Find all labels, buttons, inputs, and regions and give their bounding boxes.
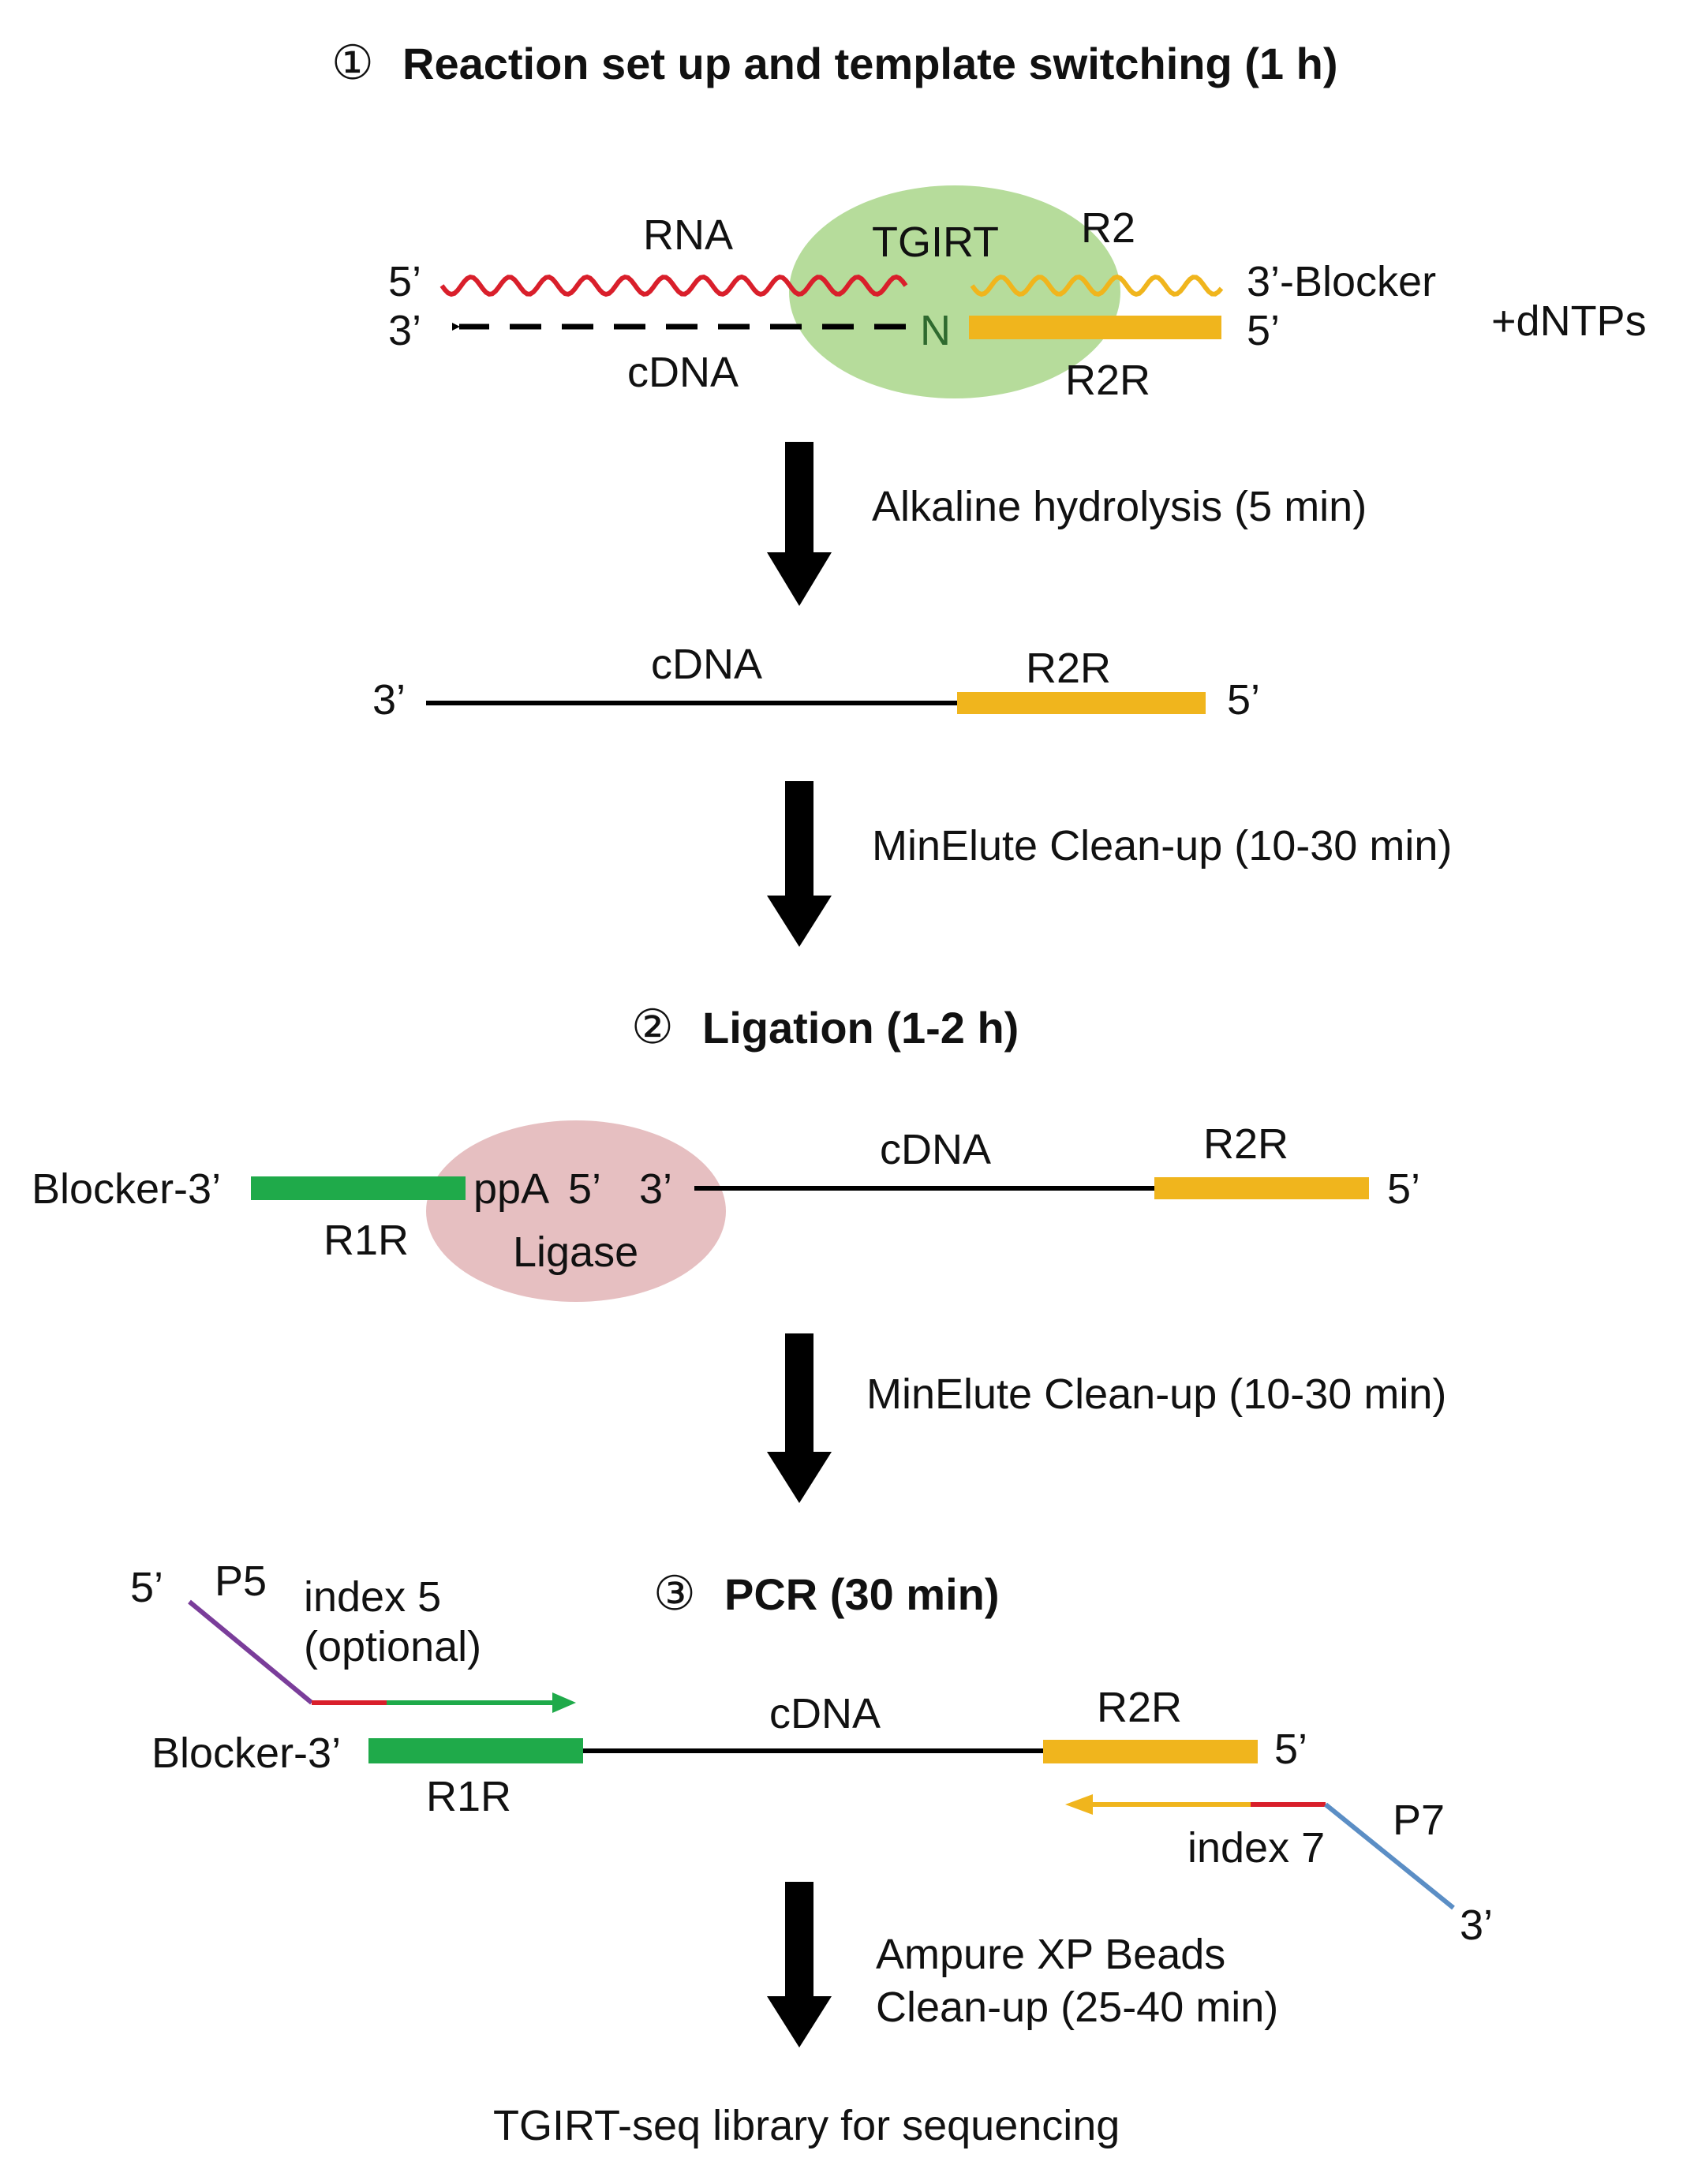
ampure-label-line1: Ampure XP Beads — [876, 1931, 1225, 1978]
step1-r2r-label: R2R — [1065, 357, 1150, 404]
step3-r2r-label: R2R — [1097, 1684, 1182, 1731]
process-arrow-1 — [767, 442, 832, 606]
down-arrow-shaft — [785, 1333, 813, 1460]
step1-title: Reaction set up and template switching (… — [402, 39, 1338, 88]
step2-title: Ligation (1-2 h) — [702, 1003, 1019, 1053]
forward-primer-arrowhead-icon — [552, 1692, 576, 1713]
process-arrow-2 — [767, 781, 832, 947]
r2-label: R2 — [1081, 204, 1135, 252]
step1-r2-blocker: 3’-Blocker — [1247, 258, 1436, 305]
step2-header: ② Ligation (1-2 h) — [631, 1000, 1019, 1053]
p5-primer-segment — [188, 1599, 313, 1705]
minelute-cleanup-label-2: MinElute Clean-up (10-30 min) — [866, 1371, 1446, 1418]
process-arrow-4 — [767, 1882, 832, 2048]
step3-five-prime-right: 5’ — [1274, 1726, 1307, 1773]
rna-strand — [439, 274, 908, 297]
down-arrow-icon — [767, 1452, 832, 1503]
down-arrow-shaft — [785, 1882, 813, 2004]
n-nucleotide-label: N — [920, 307, 951, 354]
step2-cdna-label: cDNA — [880, 1126, 991, 1173]
step1-header: ① Reaction set up and template switching… — [331, 36, 1338, 89]
tgirt-enzyme-bubble — [789, 185, 1120, 398]
step2-number: ② — [631, 1000, 674, 1053]
ligase-enzyme-bubble — [426, 1120, 726, 1302]
p7-three-prime: 3’ — [1460, 1902, 1493, 1949]
step2-five-prime-right: 5’ — [1387, 1165, 1420, 1213]
intermediate-r2r-label: R2R — [1026, 645, 1111, 692]
step2-blocker-label: Blocker-3’ — [32, 1165, 221, 1213]
tgirt-label: TGIRT — [872, 219, 999, 266]
intermediate-three-prime: 3’ — [372, 676, 406, 724]
step2-five-prime-mid: 5’ — [568, 1165, 601, 1213]
down-arrow-shaft — [785, 442, 813, 560]
step3-r1r-label: R1R — [426, 1773, 511, 1820]
ligase-label: Ligase — [513, 1228, 638, 1276]
final-library-label: TGIRT-seq library for sequencing — [493, 2102, 1120, 2149]
index5-label-line1: index 5 — [304, 1573, 441, 1621]
down-arrow-icon — [767, 896, 832, 947]
step3-number: ③ — [653, 1567, 696, 1620]
p5-label: P5 — [215, 1558, 267, 1605]
p5-five-prime: 5’ — [130, 1564, 163, 1611]
rna-label: RNA — [643, 211, 733, 259]
step1-r2r-bar — [969, 316, 1221, 339]
step1-rna-five-prime: 5’ — [388, 258, 421, 305]
step1-r2r-five-prime: 5’ — [1247, 307, 1280, 354]
intermediate-r2r-bar — [957, 692, 1206, 714]
step3-r2r-bar — [1043, 1740, 1258, 1763]
step3-title: PCR (30 min) — [724, 1569, 1000, 1619]
step2-three-prime-mid: 3’ — [639, 1165, 672, 1213]
p7-primer-segment — [1324, 1802, 1455, 1910]
intermediate-five-prime: 5’ — [1227, 676, 1260, 724]
down-arrow-shaft — [785, 781, 813, 903]
index5-label-line2: (optional) — [304, 1623, 481, 1670]
step2-r1r-label: R1R — [324, 1217, 409, 1264]
ampure-label-line2: Clean-up (25-40 min) — [876, 1984, 1278, 2031]
r2-strand — [970, 274, 1224, 297]
down-arrow-icon — [767, 1996, 832, 2048]
down-arrow-icon — [767, 552, 832, 606]
step3-blocker-label: Blocker-3’ — [151, 1730, 341, 1777]
ppa-label: ppA — [473, 1165, 549, 1213]
step1-cdna-three-prime: 3’ — [388, 307, 421, 354]
minelute-cleanup-label-1: MinElute Clean-up (10-30 min) — [872, 822, 1452, 869]
step2-r2r-label: R2R — [1203, 1120, 1288, 1168]
p7-label: P7 — [1393, 1797, 1445, 1844]
dntps-label: +dNTPs — [1491, 297, 1647, 345]
reverse-primer-arrowhead-icon — [1065, 1794, 1093, 1815]
index7-label: index 7 — [1187, 1824, 1325, 1872]
step1-cdna-label: cDNA — [627, 349, 739, 396]
process-arrow-3 — [767, 1333, 832, 1503]
alkaline-hydrolysis-label: Alkaline hydrolysis (5 min) — [872, 483, 1367, 530]
step3-header: ③ PCR (30 min) — [653, 1567, 1000, 1620]
step2-r2r-bar — [1154, 1177, 1369, 1199]
step3-cdna-label: cDNA — [769, 1690, 881, 1737]
step2-r1r-bar — [251, 1176, 466, 1200]
step1-number: ① — [331, 36, 374, 89]
step3-r1r-bar — [368, 1738, 583, 1763]
intermediate-cdna-label: cDNA — [651, 641, 762, 688]
